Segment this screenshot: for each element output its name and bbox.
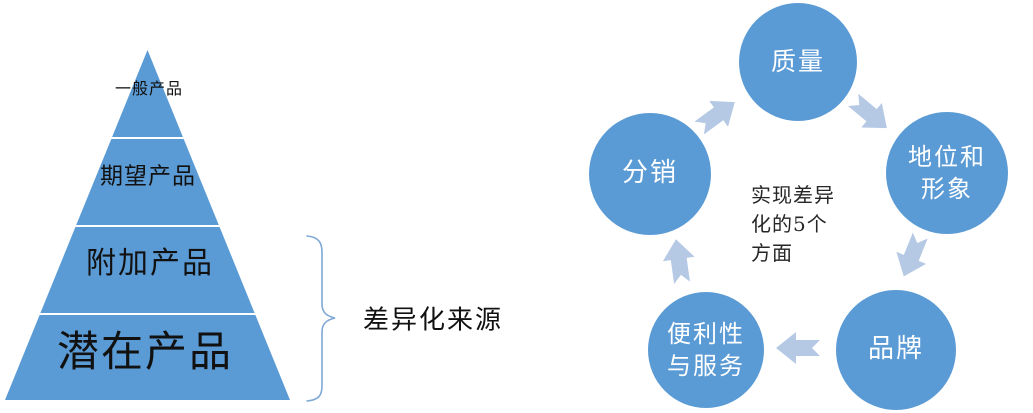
pyramid-tier-3-shape bbox=[40, 227, 255, 313]
cycle-node-quality: 质量 bbox=[739, 3, 857, 121]
cycle-node-status-image: 地位和形象 bbox=[886, 112, 1008, 234]
pyramid-tier-4-shape bbox=[5, 315, 290, 400]
pyramid-tier-1-label: 一般产品 bbox=[114, 79, 184, 98]
cycle-center-text: 实现差异化的5个方面 bbox=[751, 183, 835, 265]
arrow-distribution-to-quality-icon bbox=[694, 100, 735, 135]
arrow-convenience-to-distribution-icon bbox=[662, 239, 695, 284]
pyramid-tier-2-label: 期望产品 bbox=[100, 163, 196, 190]
cycle-node-convenience-service-label: 便利性与服务 bbox=[667, 319, 745, 380]
arrow-quality-to-status-icon bbox=[848, 93, 887, 129]
pyramid-tier-4-label: 潜在产品 bbox=[56, 327, 234, 376]
cycle-node-quality-label: 质量 bbox=[770, 47, 825, 77]
cycle-node-brand-label: 品牌 bbox=[867, 334, 924, 365]
cycle-node-brand: 品牌 bbox=[836, 290, 956, 410]
cycle-node-status-image-label: 地位和形象 bbox=[908, 142, 986, 203]
pyramid-tier-3-label: 附加产品 bbox=[86, 246, 214, 281]
curly-brace-icon bbox=[306, 235, 336, 402]
pyramid-shape bbox=[5, 50, 290, 400]
pyramid-tier-1-shape bbox=[112, 50, 183, 137]
arrow-status-to-brand-icon bbox=[896, 232, 928, 277]
cycle-node-convenience-service: 便利性与服务 bbox=[648, 292, 764, 408]
brace-label: 差异化来源 bbox=[363, 305, 504, 336]
arrow-brand-to-convenience-icon bbox=[776, 332, 820, 364]
pyramid-tier-2-shape bbox=[76, 139, 219, 225]
cycle-node-distribution-label: 分销 bbox=[621, 158, 678, 189]
cycle-node-distribution: 分销 bbox=[589, 113, 711, 235]
